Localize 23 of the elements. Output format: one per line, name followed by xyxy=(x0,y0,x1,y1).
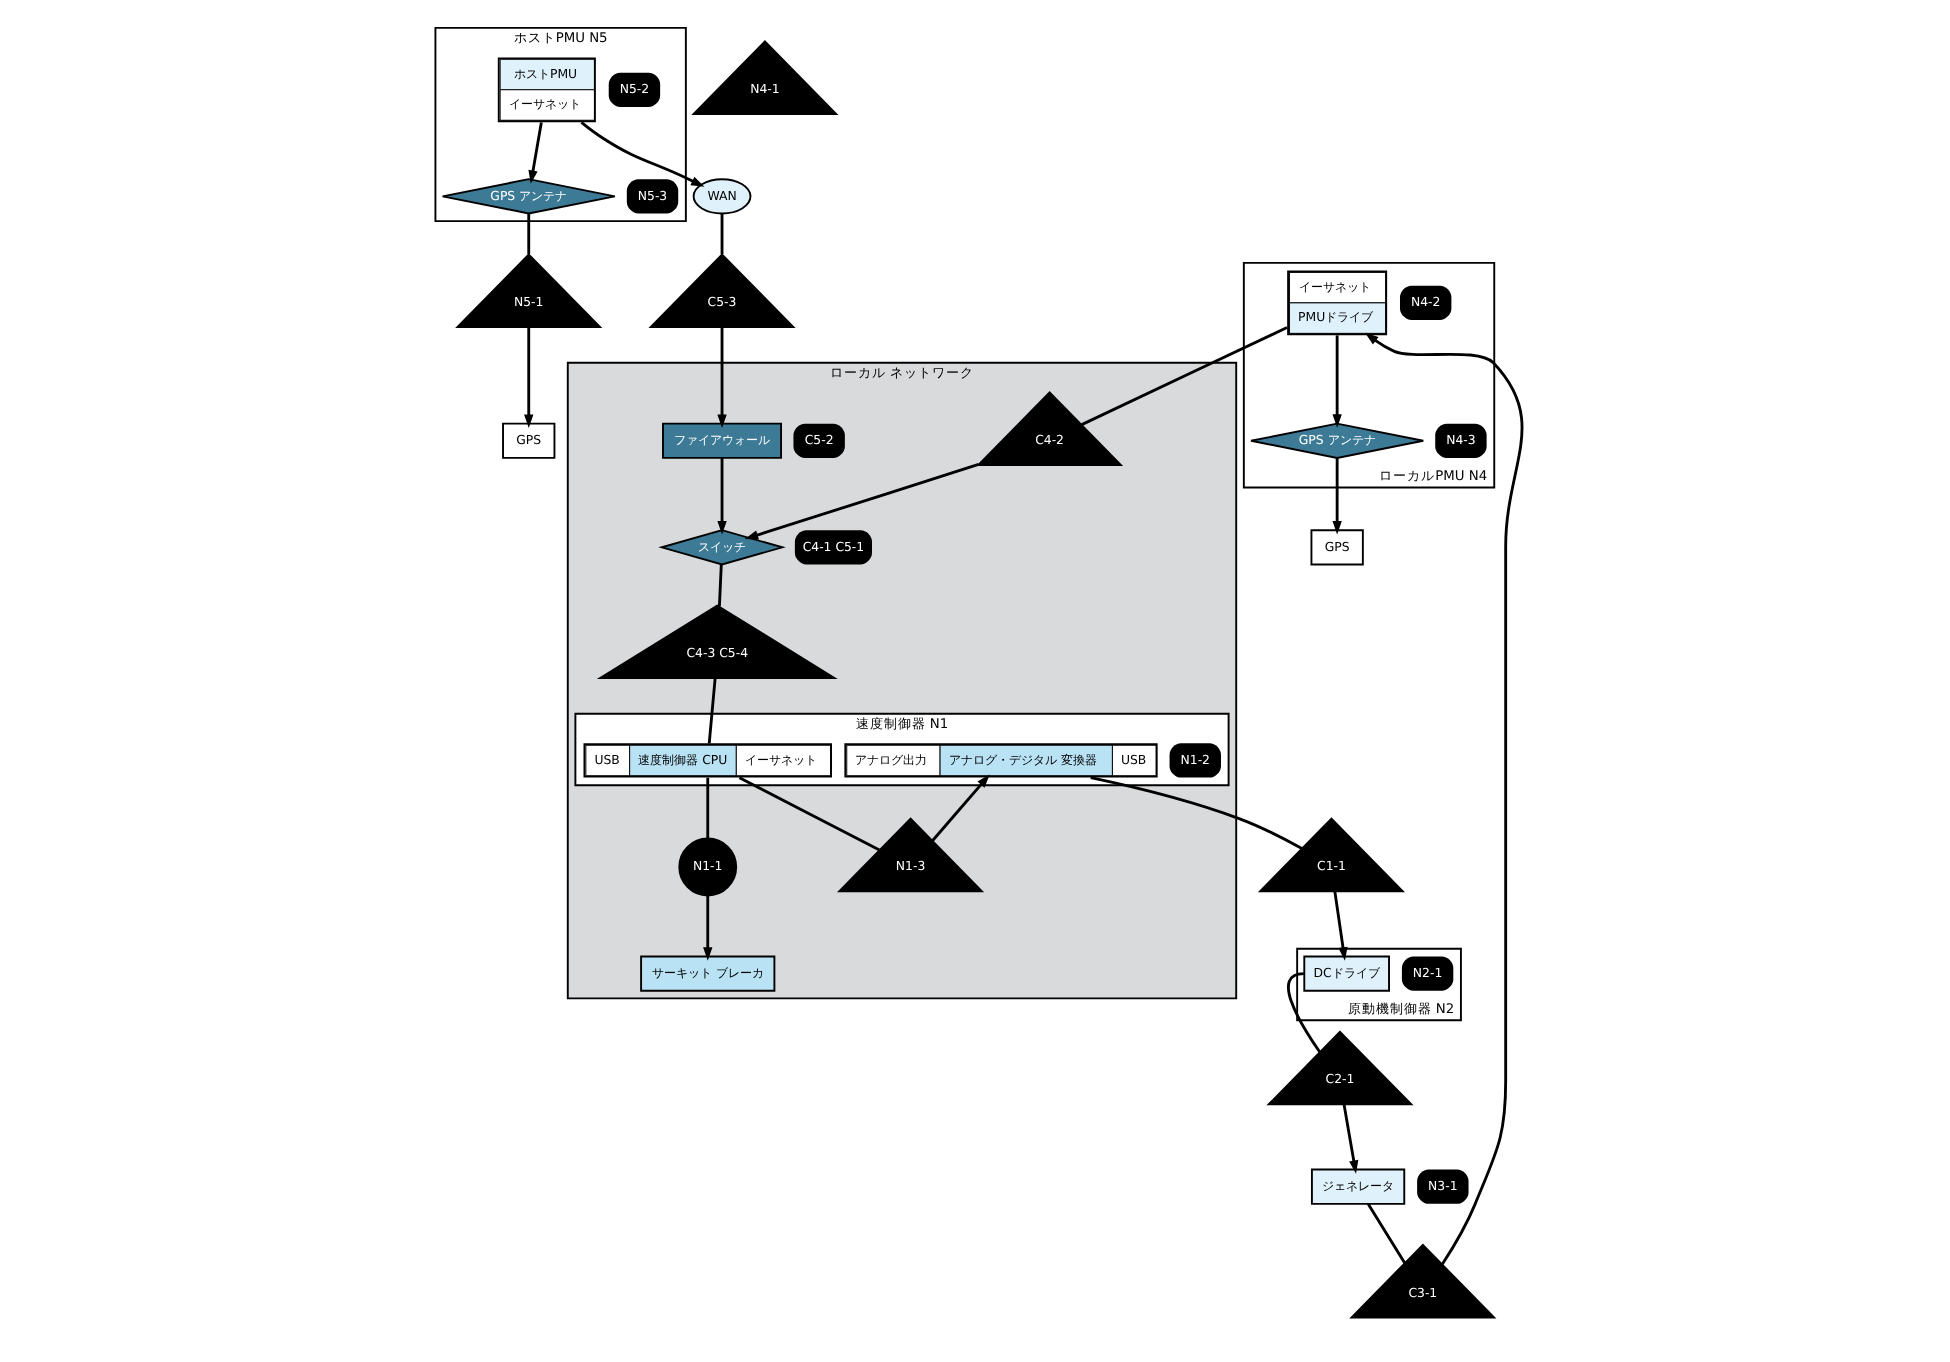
arrow xyxy=(1342,1104,1359,1174)
connector xyxy=(717,564,723,607)
arrow xyxy=(580,121,705,187)
arrow xyxy=(1365,332,1524,1266)
arrow xyxy=(1332,458,1342,535)
connector xyxy=(527,213,531,255)
arrow xyxy=(931,774,990,842)
connector xyxy=(1367,1203,1406,1264)
arrow xyxy=(744,463,979,540)
arrow xyxy=(717,458,727,535)
arrow xyxy=(1333,891,1348,961)
connector xyxy=(1090,776,1303,850)
connector xyxy=(738,776,881,852)
connector xyxy=(720,213,724,255)
connector xyxy=(706,777,710,839)
arrow xyxy=(528,122,543,184)
connector xyxy=(1286,972,1321,1053)
arrow xyxy=(703,895,713,961)
connector xyxy=(1081,326,1288,426)
arrow xyxy=(524,327,534,428)
arrow xyxy=(717,327,727,428)
arrow xyxy=(1332,335,1342,428)
connector xyxy=(707,678,717,744)
